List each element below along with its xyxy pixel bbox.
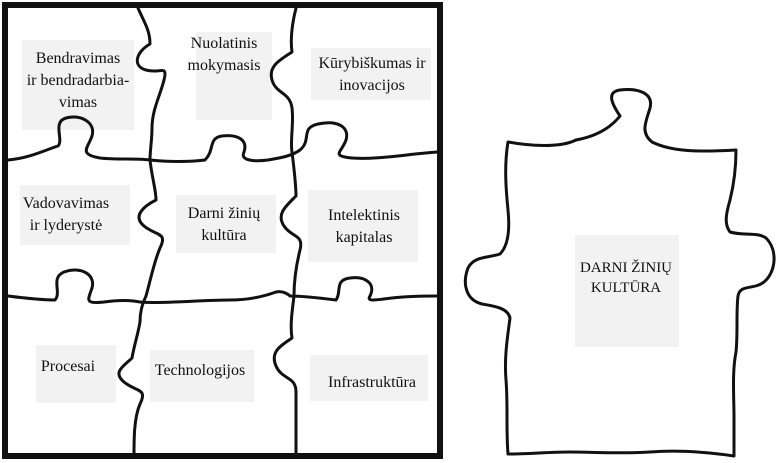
upper-horizontal-cut: [6, 115, 439, 163]
label-backgrounds: [20, 32, 679, 403]
piece-middle-left: Vadovavimas ir lyderystė: [23, 195, 109, 234]
piece-middle-center: Darni žinių kultūra: [188, 205, 261, 244]
piece-middle-right-line-1: Intelektinis: [328, 207, 400, 224]
single-piece-outline: [463, 88, 776, 458]
single-piece-label-line-2: KULTŪRA: [591, 280, 661, 296]
piece-top-left-line-2: ir bendradarbia-: [27, 72, 130, 89]
piece-bottom-right-line-1: Infrastruktūra: [328, 374, 416, 391]
left-vertical-cut: [117, 6, 167, 458]
piece-top-center: Nuolatinis mokymasis: [188, 35, 261, 74]
puzzle-frame: [2, 2, 443, 459]
piece-top-center-line-2: mokymasis: [188, 57, 261, 74]
piece-top-left-line-3: vimas: [59, 94, 97, 111]
piece-middle-center-line-1: Darni žinių: [188, 205, 261, 222]
right-vertical-cut: [269, 6, 303, 458]
piece-middle-right: Intelektinis kapitalas: [328, 207, 400, 246]
piece-top-left: Bendravimas ir bendradarbia- vimas: [27, 50, 130, 111]
piece-bottom-center: Technologijos: [155, 362, 245, 379]
piece-top-right-line-2: inovacijos: [339, 77, 405, 94]
single-piece-label-line-1: DARNI ŽINIŲ: [580, 259, 672, 276]
piece-bottom-center-line-1: Technologijos: [155, 362, 245, 379]
piece-top-right-line-1: Kūrybiškumas ir: [318, 55, 426, 72]
piece-middle-left-line-1: Vadovavimas: [23, 195, 109, 212]
piece-bottom-left: Procesai: [41, 358, 96, 375]
piece-top-right: Kūrybiškumas ir inovacijos: [318, 55, 426, 94]
piece-top-left-line-1: Bendravimas: [36, 50, 120, 67]
puzzle-cut-lines: [6, 6, 439, 458]
lower-horizontal-cut: [6, 268, 439, 305]
piece-top-center-line-1: Nuolatinis: [191, 35, 258, 52]
piece-middle-right-line-2: kapitalas: [336, 229, 393, 246]
piece-bottom-right: Infrastruktūra: [328, 374, 416, 391]
piece-middle-left-line-2: ir lyderystė: [30, 217, 102, 234]
piece-bottom-left-line-1: Procesai: [41, 358, 96, 375]
piece-middle-center-line-2: kultūra: [201, 227, 246, 244]
single-piece-label: DARNI ŽINIŲ KULTŪRA: [580, 259, 672, 296]
